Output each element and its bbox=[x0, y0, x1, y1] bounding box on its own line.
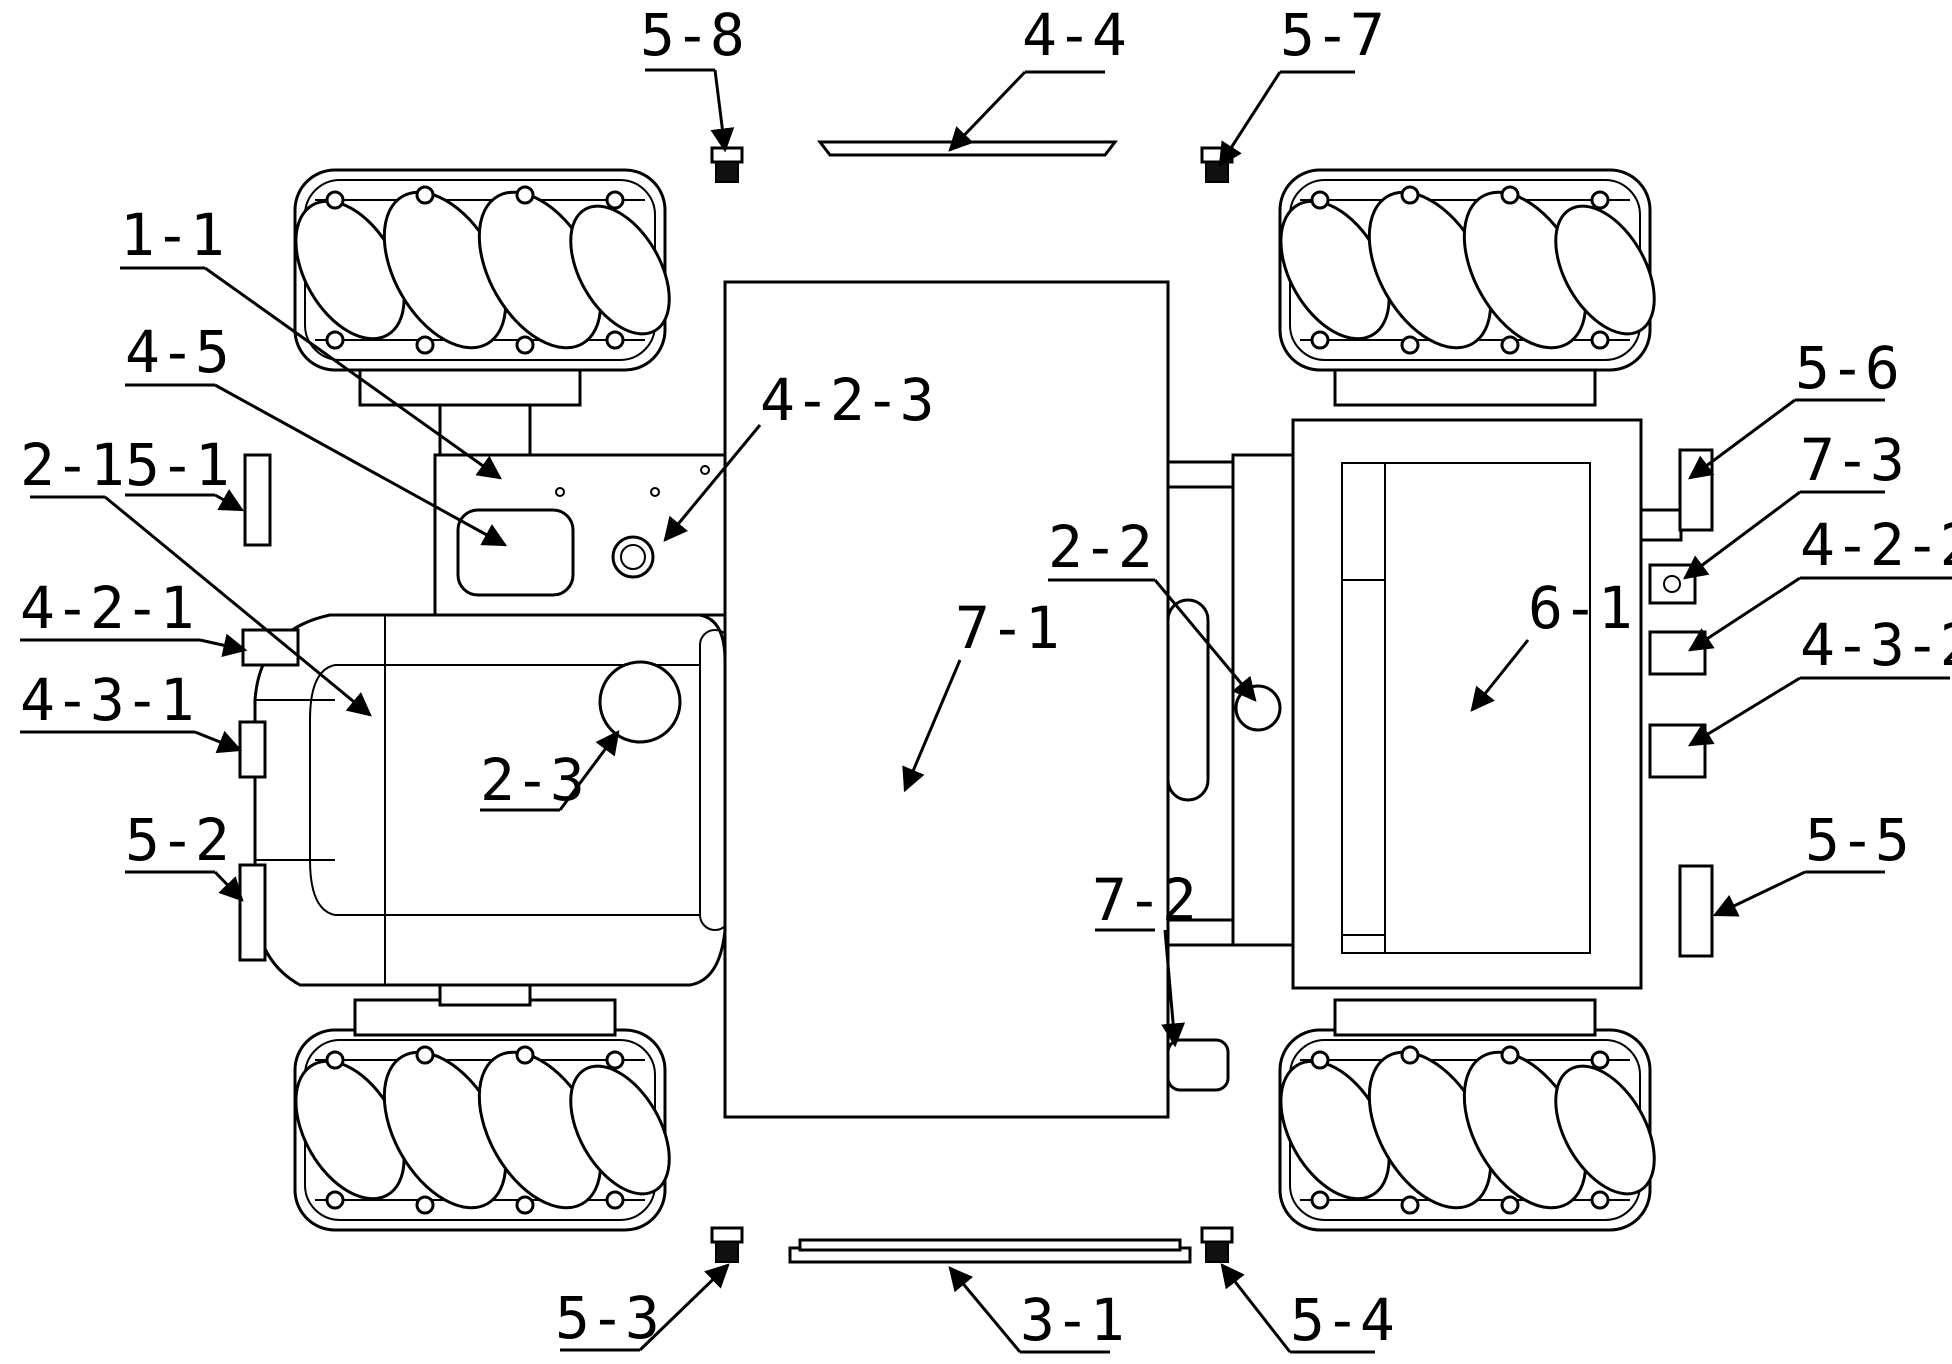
label-4-2-3: 4-2-3 bbox=[760, 366, 935, 434]
wheel-rear-left bbox=[272, 983, 692, 1232]
label-5-6: 5-6 bbox=[1795, 334, 1900, 402]
label-2-3: 2-3 bbox=[480, 746, 585, 814]
right-connector bbox=[1166, 453, 1295, 1092]
label-1-1: 1-1 bbox=[120, 201, 225, 269]
left-ports bbox=[238, 453, 300, 962]
sensor-5-8 bbox=[710, 146, 744, 184]
wheel-front-right bbox=[1257, 168, 1677, 407]
label-3-1: 3-1 bbox=[1020, 1286, 1125, 1354]
top-bumper bbox=[816, 140, 1119, 157]
control-box bbox=[1291, 418, 1643, 990]
label-5-3: 5-3 bbox=[555, 1284, 660, 1352]
bottom-bumper bbox=[788, 1238, 1192, 1264]
label-2-1: 2-1 bbox=[20, 431, 125, 499]
label-4-3-1: 4-3-1 bbox=[20, 666, 195, 734]
leader-lines bbox=[20, 68, 1952, 1354]
label-4-3-2: 4-3-2 bbox=[1800, 611, 1952, 679]
label-2-2: 2-2 bbox=[1048, 513, 1153, 581]
left-motor-housing bbox=[433, 453, 727, 617]
label-4-2-1: 4-2-1 bbox=[20, 574, 195, 642]
label-5-4: 5-4 bbox=[1290, 1286, 1395, 1354]
wheel-front-left bbox=[272, 168, 692, 457]
sensor-5-4 bbox=[1200, 1226, 1234, 1264]
right-ports bbox=[1639, 448, 1714, 958]
label-4-2-2: 4-2-2 bbox=[1800, 511, 1952, 579]
label-7-3: 7-3 bbox=[1800, 426, 1905, 494]
label-4-5: 4-5 bbox=[125, 318, 230, 386]
label-5-2: 5-2 bbox=[125, 806, 230, 874]
sensor-5-3 bbox=[710, 1226, 744, 1264]
label-7-2: 7-2 bbox=[1092, 866, 1197, 934]
label-5-8: 5-8 bbox=[640, 1, 745, 69]
label-5-5: 5-5 bbox=[1805, 806, 1910, 874]
label-5-1: 5-1 bbox=[125, 431, 230, 499]
label-6-1: 6-1 bbox=[1528, 574, 1633, 642]
label-7-1: 7-1 bbox=[955, 594, 1060, 662]
label-4-4: 4-4 bbox=[1022, 1, 1127, 69]
label-5-7: 5-7 bbox=[1280, 1, 1385, 69]
wheel-rear-right bbox=[1257, 998, 1677, 1232]
labels: 5-8 4-4 5-7 1-1 4-5 4-2-3 5-6 7-3 4-2-2 … bbox=[20, 1, 1952, 1354]
